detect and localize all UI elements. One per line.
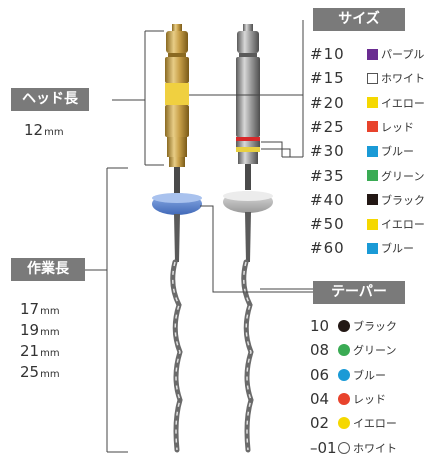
size-row: #40 ブラック (310, 190, 425, 210)
taper-number: 10 (310, 317, 330, 335)
size-number: #15 (310, 69, 345, 88)
color-swatch (367, 170, 378, 181)
size-number: #50 (310, 215, 345, 234)
taper-row: 02 イエロー (310, 413, 397, 433)
working-length-value: 17mm (20, 300, 60, 318)
head-length-value: 12mm (24, 121, 64, 139)
size-number: #30 (310, 142, 345, 161)
color-dot (338, 417, 350, 430)
taper-number: 02 (310, 414, 330, 433)
taper-row: 04 レッド (310, 389, 386, 409)
right-file (223, 24, 273, 453)
size-color-name: ブラック (381, 193, 425, 207)
color-swatch (367, 97, 378, 109)
size-color-name: ブルー (381, 145, 414, 159)
red-ring (236, 137, 260, 141)
color-swatch (367, 72, 378, 84)
yellow-ring (236, 147, 260, 152)
size-row: #30 ブルー (310, 141, 414, 161)
yellow-band (165, 83, 189, 105)
color-dot (338, 368, 350, 381)
size-color-name: ブルー (381, 242, 414, 256)
size-row: #10 パープル (310, 44, 424, 64)
taper-number: 08 (310, 341, 330, 360)
size-number: #40 (310, 190, 345, 209)
taper-color-name: ブルー (353, 368, 386, 382)
taper-color-name: レッド (353, 392, 386, 406)
taper-number: 04 (310, 389, 330, 408)
taper-row: 06 ブルー (310, 365, 386, 385)
size-row: #15 ホワイト (310, 68, 425, 88)
working-length-label: 作業長 (11, 258, 85, 281)
leader-lines (85, 20, 315, 453)
taper-color-name: ホワイト (353, 441, 397, 455)
taper-row: 08 グリーン (310, 340, 396, 360)
size-row: #50 イエロー (310, 214, 425, 234)
taper-label: テーパー (313, 281, 405, 304)
color-dot (338, 392, 350, 405)
working-length-value: 19mm (20, 321, 60, 339)
taper-color-name: ブラック (353, 320, 397, 333)
size-row: #25 レッド (310, 117, 414, 137)
size-label: サイズ (313, 8, 405, 31)
taper-number: 06 (310, 365, 330, 384)
size-number: #25 (310, 117, 345, 136)
size-color-name: ホワイト (381, 72, 425, 86)
color-dot (338, 344, 350, 357)
size-number: #20 (310, 93, 345, 112)
color-swatch (367, 218, 378, 230)
size-number: #35 (310, 166, 345, 185)
size-row: #20 イエロー (310, 93, 425, 113)
size-row: #60 ブルー (310, 238, 414, 258)
working-length-value: 21mm (20, 342, 60, 360)
head-length-label: ヘッド長 (11, 88, 89, 111)
color-swatch (367, 194, 378, 206)
taper-color-name: イエロー (353, 417, 397, 431)
size-color-name: イエロー (381, 96, 425, 110)
color-swatch (367, 48, 378, 60)
size-number: #60 (310, 239, 345, 258)
size-row: #35 グリーン (310, 166, 424, 186)
size-color-name: レッド (381, 120, 414, 134)
color-dot (338, 441, 350, 454)
taper-number: –01 (310, 438, 337, 457)
left-file (152, 24, 202, 453)
size-color-name: イエロー (381, 218, 425, 232)
size-color-name: グリーン (381, 169, 425, 183)
color-swatch (367, 242, 378, 254)
color-dot (338, 320, 350, 332)
size-color-name: パープル (381, 48, 425, 61)
size-number: #10 (310, 45, 345, 63)
color-swatch (367, 145, 378, 157)
working-length-value: 25mm (20, 363, 60, 381)
taper-row: 10 ブラック (310, 316, 397, 336)
taper-row: –01 ホワイト (310, 438, 397, 458)
taper-color-name: グリーン (353, 344, 397, 358)
color-swatch (367, 121, 378, 133)
